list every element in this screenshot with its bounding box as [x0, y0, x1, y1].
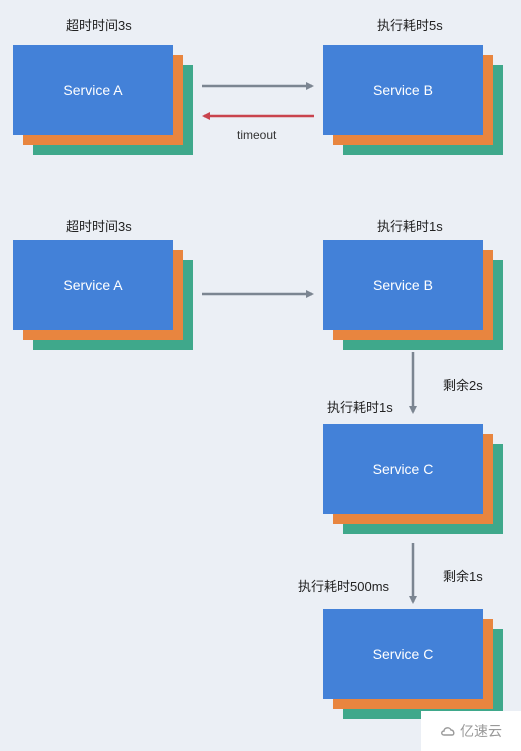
- service-b-box: Service B: [323, 240, 483, 330]
- cloud-logo-icon: [441, 727, 455, 736]
- exec-time-label-c1: 执行耗时1s: [327, 400, 393, 415]
- timeout-label-a2: 超时时间3s: [66, 219, 132, 234]
- service-c-stack-2: Service C: [323, 609, 505, 720]
- service-a-stack-2: Service A: [13, 240, 195, 351]
- service-b-label: Service B: [373, 82, 433, 98]
- service-a-box: Service A: [13, 45, 173, 135]
- service-c-box: Service C: [323, 609, 483, 699]
- exec-time-label-b2: 执行耗时1s: [377, 219, 443, 234]
- watermark: 亿速云: [421, 711, 521, 751]
- timeout-label-a1: 超时时间3s: [66, 18, 132, 33]
- service-c-label: Service C: [372, 461, 434, 477]
- service-a-stack-1: Service A: [13, 45, 195, 156]
- service-b-label: Service B: [373, 277, 433, 293]
- service-b-stack-2: Service B: [323, 240, 505, 351]
- service-a-label: Service A: [63, 82, 123, 98]
- service-b-box: Service B: [323, 45, 483, 135]
- watermark-text: 亿速云: [460, 723, 502, 739]
- exec-time-label-b1: 执行耗时5s: [377, 18, 443, 33]
- service-c-box: Service C: [323, 424, 483, 514]
- remaining-time-label-1: 剩余2s: [443, 378, 483, 393]
- exec-time-label-c2: 执行耗时500ms: [298, 579, 390, 594]
- remaining-time-label-2: 剩余1s: [443, 569, 483, 584]
- service-c-stack-1: Service C: [323, 424, 505, 535]
- timeout-text: timeout: [237, 128, 277, 142]
- service-a-label: Service A: [63, 277, 123, 293]
- service-a-box: Service A: [13, 240, 173, 330]
- service-c-label: Service C: [372, 646, 434, 662]
- service-b-stack-1: Service B: [323, 45, 505, 156]
